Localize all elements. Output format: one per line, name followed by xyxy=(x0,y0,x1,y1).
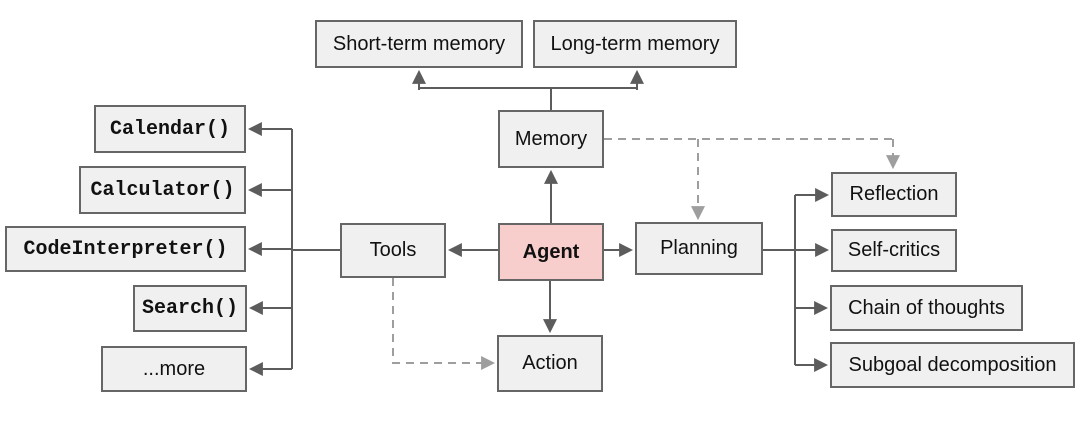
node-code-interpreter: CodeInterpreter() xyxy=(5,226,246,272)
node-chain-of-thoughts: Chain of thoughts xyxy=(830,285,1023,331)
node-planning: Planning xyxy=(635,222,763,275)
node-action: Action xyxy=(497,335,603,392)
node-self-critics: Self-critics xyxy=(831,229,957,272)
node-short-term-memory: Short-term memory xyxy=(315,20,523,68)
node-long-term-memory: Long-term memory xyxy=(533,20,737,68)
node-calculator: Calculator() xyxy=(79,166,246,214)
edge-tools-trunk xyxy=(291,129,340,369)
node-agent: Agent xyxy=(498,223,604,281)
node-calendar: Calendar() xyxy=(94,105,246,153)
edge-tools-action-dashed xyxy=(392,278,496,370)
node-more: ...more xyxy=(101,346,247,392)
node-search: Search() xyxy=(133,285,247,332)
node-subgoal-decomposition: Subgoal decomposition xyxy=(830,342,1075,388)
node-tools: Tools xyxy=(340,223,446,278)
node-memory: Memory xyxy=(498,110,604,168)
edge-planning-trunk xyxy=(763,195,796,365)
edge-memory-split-trunk xyxy=(419,87,637,111)
node-reflection: Reflection xyxy=(831,172,957,217)
